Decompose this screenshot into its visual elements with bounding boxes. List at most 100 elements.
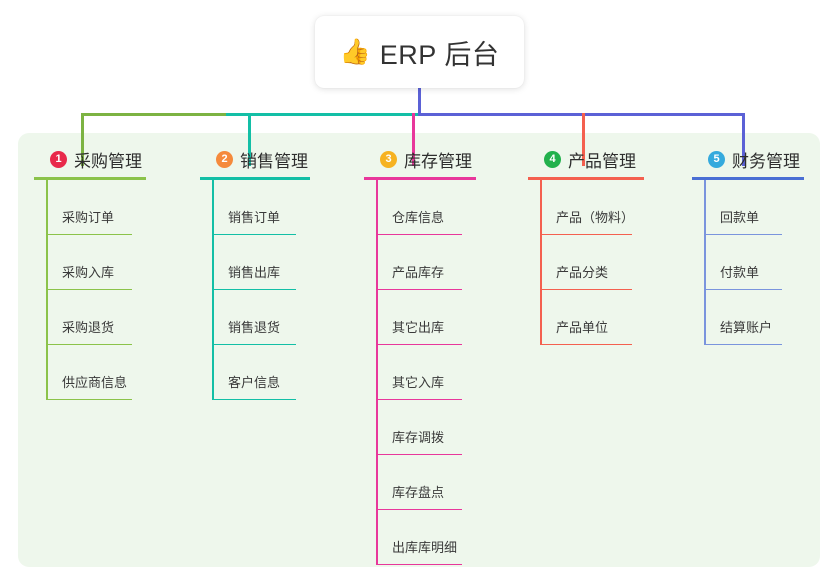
list-item-label: 库存盘点 <box>392 485 445 500</box>
connector-drop-4 <box>582 113 585 166</box>
item-connector-stem <box>376 345 378 400</box>
column-3: 3 库存管理仓库信息产品库存其它出库其它入库库存调拨库存盘点出库库明细 <box>364 146 476 565</box>
column-header-3[interactable]: 3 库存管理 <box>364 146 476 172</box>
item-connector-stem <box>704 290 706 345</box>
list-item-label: 仓库信息 <box>392 210 445 225</box>
list-item-rule <box>540 233 632 235</box>
column-header-rule <box>34 177 146 180</box>
column-title: 采购管理 <box>74 151 142 171</box>
list-item[interactable]: 出库库明细 <box>364 510 476 565</box>
list-item[interactable]: 结算账户 <box>692 290 804 345</box>
list-item-rule <box>376 233 462 235</box>
list-item-rule <box>46 288 132 290</box>
list-item-label: 采购退货 <box>62 320 115 335</box>
list-item[interactable]: 采购入库 <box>34 235 146 290</box>
list-item[interactable]: 供应商信息 <box>34 345 146 400</box>
list-item-label: 销售出库 <box>228 265 281 280</box>
list-item[interactable]: 库存调拨 <box>364 400 476 455</box>
list-item-label: 付款单 <box>720 265 760 280</box>
list-item-rule <box>212 343 296 345</box>
list-item[interactable]: 付款单 <box>692 235 804 290</box>
column-badge-icon: 3 <box>380 150 397 168</box>
connector-drop-1 <box>81 113 84 166</box>
column-header-rule <box>692 177 804 180</box>
item-connector-stem <box>212 235 214 290</box>
connector-center-stem <box>418 86 421 115</box>
list-item-label: 结算账户 <box>720 320 773 335</box>
list-item-rule <box>376 453 462 455</box>
list-item[interactable]: 采购订单 <box>34 180 146 235</box>
column-header-rule <box>528 177 644 180</box>
column-header-rule <box>200 177 310 180</box>
item-connector-stem <box>212 290 214 345</box>
thumbs-up-icon: 👍 <box>339 37 371 66</box>
list-item-rule <box>46 233 132 235</box>
list-item-rule <box>376 508 462 510</box>
list-item[interactable]: 销售出库 <box>200 235 310 290</box>
list-item-rule <box>212 398 296 400</box>
item-connector-stem <box>212 180 214 235</box>
list-item[interactable]: 产品库存 <box>364 235 476 290</box>
list-item-rule <box>704 233 782 235</box>
list-item-rule <box>376 398 462 400</box>
list-item[interactable]: 产品（物料） <box>528 180 644 235</box>
column-4: 4 产品管理产品（物料） 产品分类产品单位 <box>528 146 644 345</box>
item-connector-stem <box>46 345 48 400</box>
item-connector-stem <box>46 290 48 345</box>
list-item-label: 库存调拨 <box>392 430 445 445</box>
list-item-label: 回款单 <box>720 210 760 225</box>
connector-drop-3 <box>412 113 415 166</box>
list-item[interactable]: 其它入库 <box>364 345 476 400</box>
item-connector-stem <box>376 180 378 235</box>
item-connector-stem <box>376 510 378 565</box>
list-item[interactable]: 仓库信息 <box>364 180 476 235</box>
list-item[interactable]: 采购退货 <box>34 290 146 345</box>
list-item[interactable]: 产品单位 <box>528 290 644 345</box>
item-connector-stem <box>46 180 48 235</box>
connector-bar-green <box>81 113 226 116</box>
page-title: ERP 后台 <box>379 39 500 70</box>
connector-drop-5 <box>742 113 745 166</box>
diagram-panel <box>18 133 820 567</box>
list-item-rule <box>376 343 462 345</box>
list-item[interactable]: 销售订单 <box>200 180 310 235</box>
connector-bar-blue <box>418 113 745 116</box>
item-connector-stem <box>376 400 378 455</box>
column-title: 产品管理 <box>568 151 636 171</box>
list-item[interactable]: 产品分类 <box>528 235 644 290</box>
item-connector-stem <box>540 180 542 235</box>
list-item-label: 产品分类 <box>556 265 609 280</box>
list-item[interactable]: 库存盘点 <box>364 455 476 510</box>
item-connector-stem <box>704 180 706 235</box>
list-item-label: 供应商信息 <box>62 375 128 390</box>
list-item[interactable]: 销售退货 <box>200 290 310 345</box>
column-1: 1 采购管理采购订单采购入库采购退货供应商信息 <box>34 146 146 400</box>
list-item-rule <box>46 398 132 400</box>
list-item-rule <box>46 343 132 345</box>
list-item[interactable]: 客户信息 <box>200 345 310 400</box>
column-badge-icon: 1 <box>50 150 67 168</box>
title-card[interactable]: 👍 ERP 后台 <box>315 16 524 88</box>
list-item-label: 销售退货 <box>228 320 281 335</box>
list-item-label: 其它出库 <box>392 320 445 335</box>
item-connector-stem <box>376 290 378 345</box>
list-item-rule <box>212 233 296 235</box>
column-title: 库存管理 <box>404 151 472 171</box>
column-badge-icon: 4 <box>544 150 561 168</box>
list-item[interactable]: 回款单 <box>692 180 804 235</box>
column-title: 销售管理 <box>240 151 308 171</box>
list-item-rule <box>376 288 462 290</box>
item-connector-stem <box>540 235 542 290</box>
connector-drop-2 <box>248 113 251 166</box>
item-connector-stem <box>704 235 706 290</box>
list-item-label: 产品库存 <box>392 265 445 280</box>
list-item-rule <box>704 288 782 290</box>
column-header-4[interactable]: 4 产品管理 <box>528 146 644 172</box>
list-item[interactable]: 其它出库 <box>364 290 476 345</box>
column-header-1[interactable]: 1 采购管理 <box>34 146 146 172</box>
